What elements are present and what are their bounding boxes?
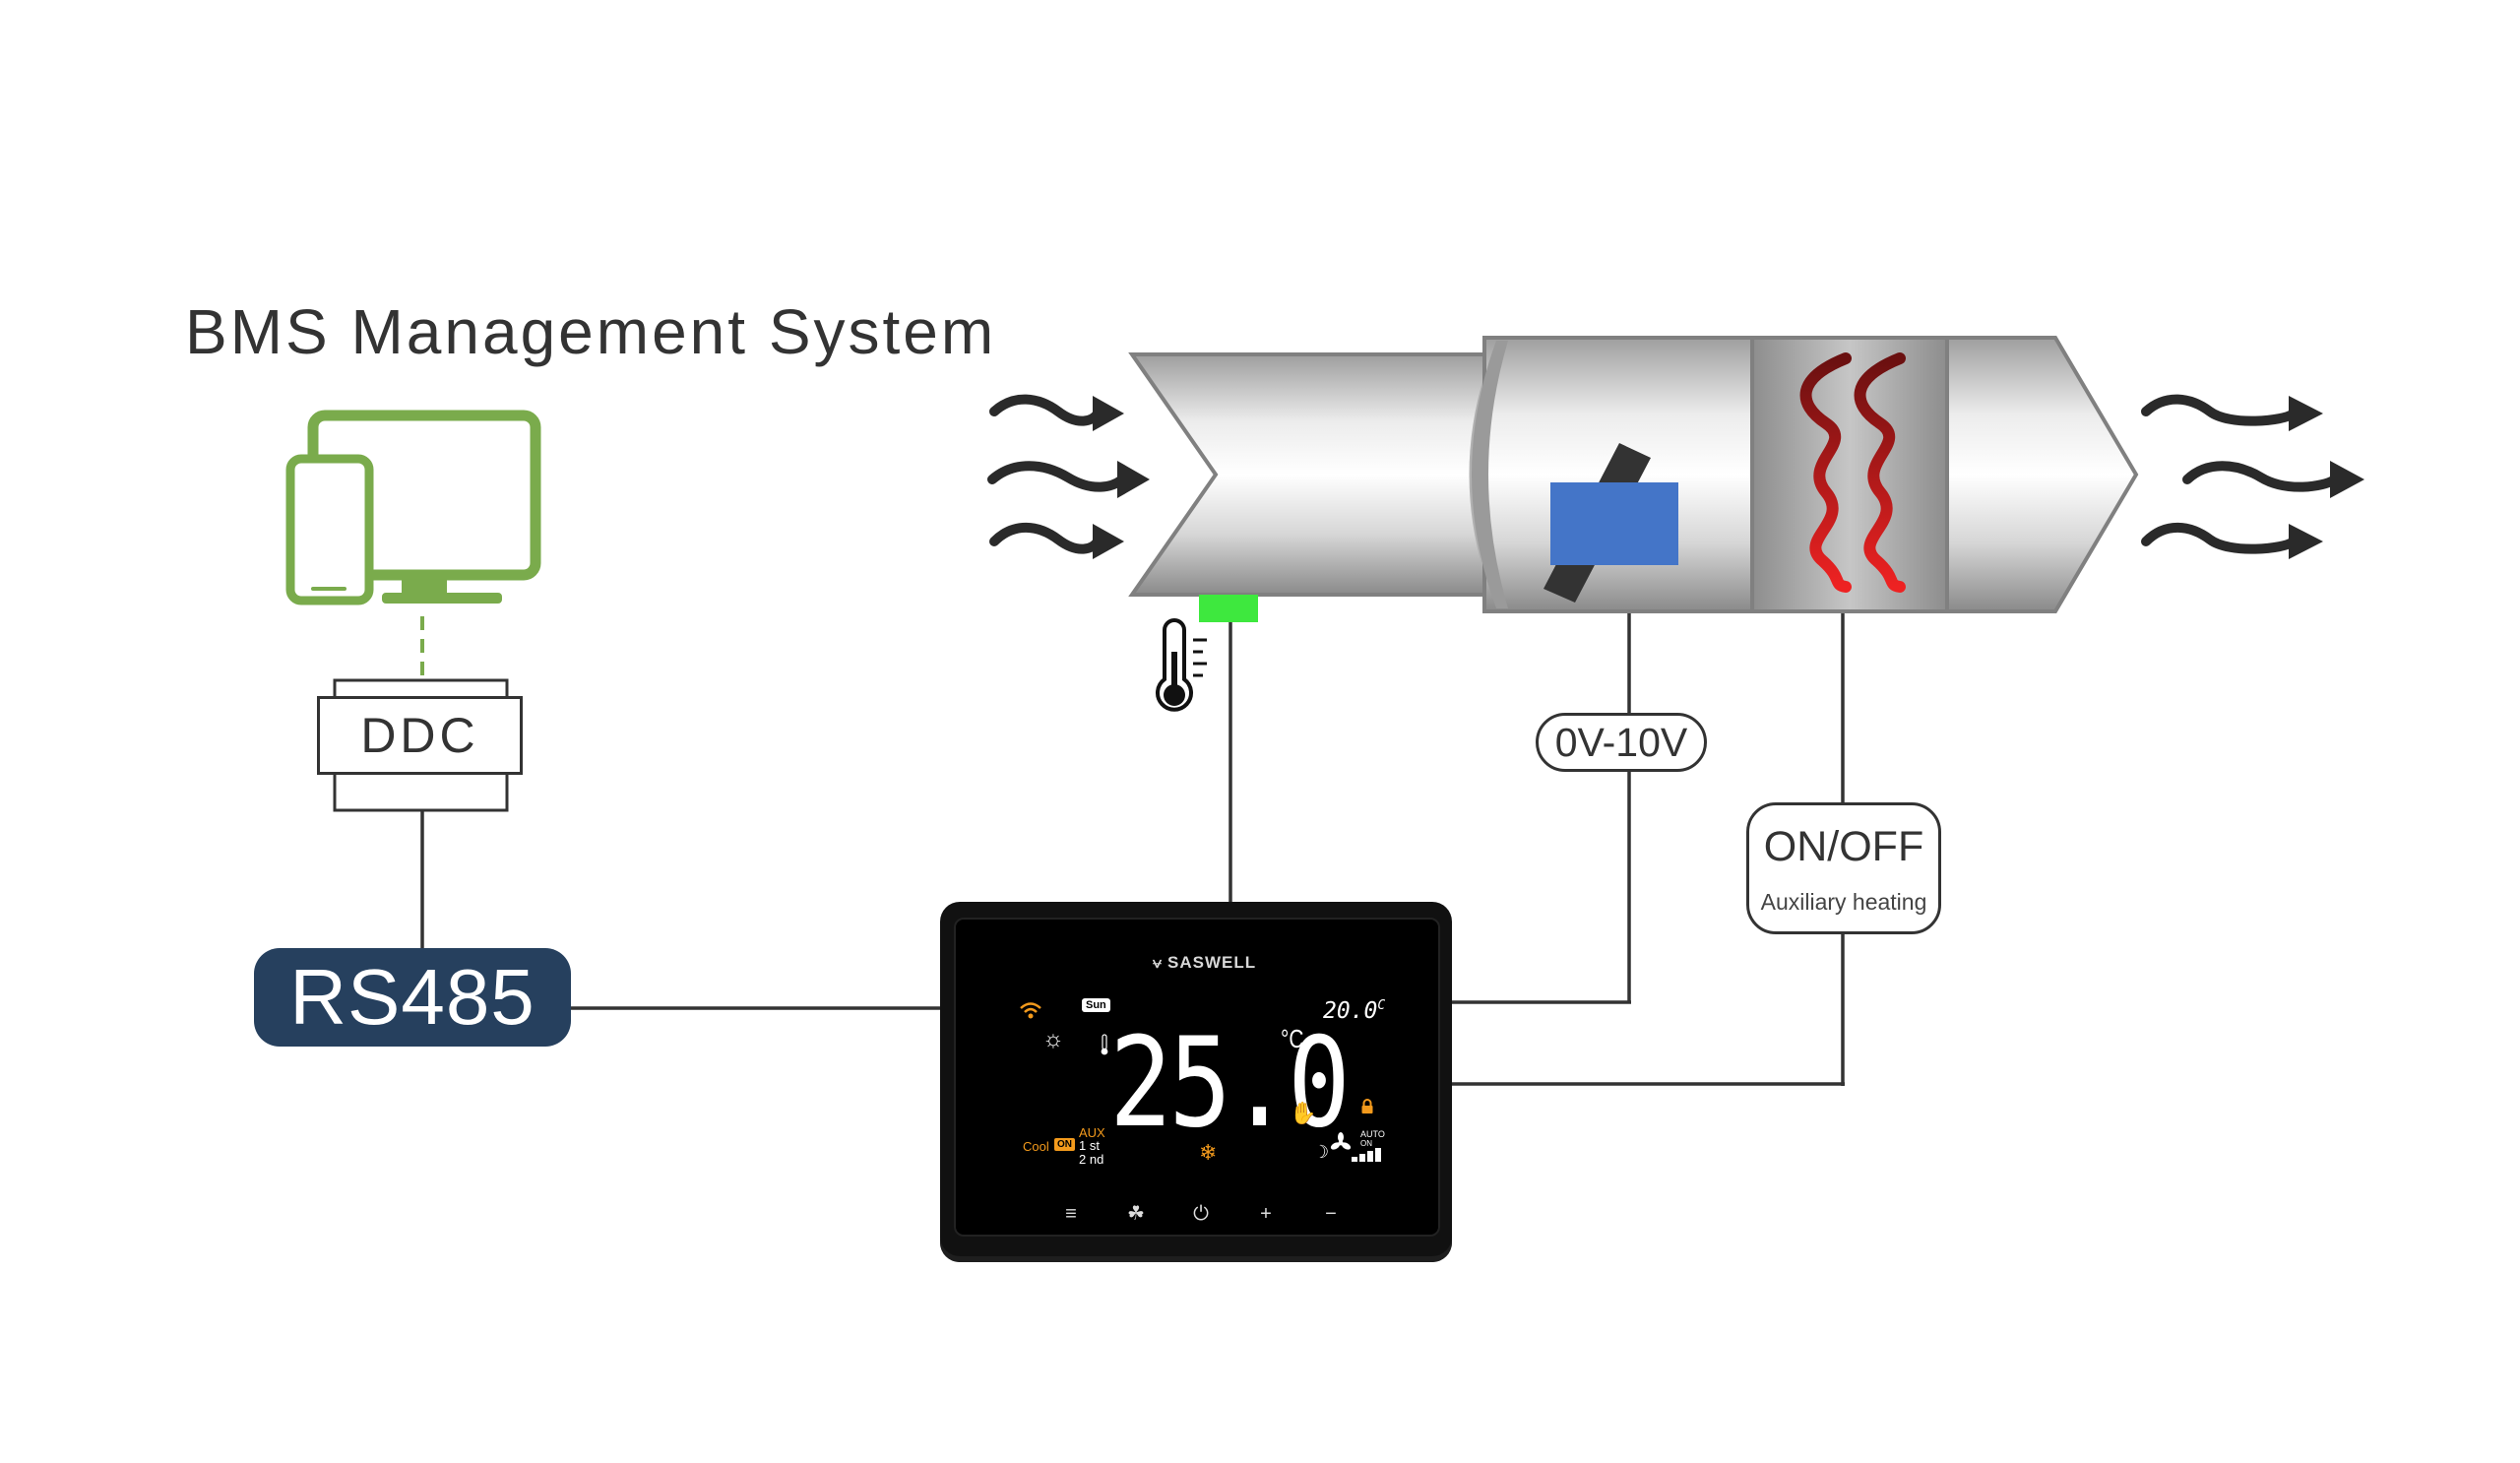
- brand-label: SASWELL: [1167, 953, 1257, 972]
- duct-heater-section: [1750, 336, 1949, 613]
- rs485-label: RS485: [289, 953, 536, 1041]
- airflow-in-arrowheads: [1093, 396, 1150, 559]
- stage2-label: 2 nd: [1079, 1152, 1104, 1167]
- analog-signal-pill: 0V-10V: [1536, 713, 1707, 772]
- air-duct: [1128, 336, 2139, 613]
- thermostat-device: ⩝SASWELL Sun 20.0C ☼ 25.0 °C ✋ AUX Cool: [940, 902, 1452, 1262]
- minus-button[interactable]: −: [1325, 1203, 1337, 1225]
- room-thermometer-icon: [1101, 1034, 1108, 1055]
- stage1-label: 1 st: [1079, 1138, 1100, 1153]
- plus-button[interactable]: +: [1260, 1203, 1272, 1225]
- wifi-icon: [1020, 1002, 1041, 1019]
- hand-icon: ✋: [1290, 1101, 1317, 1125]
- monitor-phone-icon: [285, 410, 541, 605]
- aux-label: AUX: [1079, 1125, 1105, 1140]
- airflow-arrow-icon: [2141, 394, 2299, 426]
- lock-icon: [1361, 1099, 1373, 1113]
- snowflake-icon: ❄: [1199, 1140, 1218, 1165]
- thermostat-screen: ⩝SASWELL Sun 20.0C ☼ 25.0 °C ✋ AUX Cool: [954, 918, 1440, 1237]
- fan-speed-icon: [1330, 1132, 1352, 1150]
- airflow-arrow-icon: [987, 461, 1127, 492]
- power-button[interactable]: ⏻: [1193, 1203, 1209, 1225]
- fan-auto-label: AUTO: [1360, 1129, 1385, 1139]
- setpoint-value: 20.0: [1323, 998, 1378, 1024]
- airflow-in-arrows: [987, 394, 1127, 554]
- airflow-arrow-icon: [2141, 522, 2299, 554]
- onoff-signal-box: ON/OFF Auxiliary heating: [1746, 802, 1941, 934]
- thermometer-icon: [1156, 618, 1207, 712]
- setpoint-display: 20.0C: [1323, 998, 1385, 1024]
- mode-label: Cool: [1023, 1139, 1049, 1154]
- rs485-badge: RS485: [254, 948, 571, 1047]
- setpoint-unit: C: [1377, 998, 1386, 1013]
- fan-on-label: ON: [1360, 1139, 1372, 1148]
- airflow-out-arrows: [2141, 394, 2340, 554]
- thermostat-brand: ⩝SASWELL: [1153, 953, 1256, 973]
- sun-icon: ☼: [1042, 1026, 1064, 1052]
- moon-icon: ☽: [1313, 1142, 1330, 1162]
- onoff-sublabel: Auxiliary heating: [1760, 889, 1927, 915]
- airflow-out-arrowheads: [2289, 396, 2364, 559]
- airflow-arrow-icon: [989, 394, 1102, 426]
- duct-outlet-section: [1945, 336, 2139, 613]
- bms-title: BMS Management System: [185, 296, 997, 367]
- fan-button[interactable]: ☘: [1127, 1203, 1145, 1225]
- onoff-label: ON/OFF: [1763, 823, 1924, 870]
- duct-sensor: [1199, 595, 1258, 622]
- airflow-arrow-icon: [989, 522, 1102, 554]
- duct-inlet-section: [1128, 352, 1498, 597]
- mode-on-badge: ON: [1054, 1138, 1075, 1151]
- temperature-unit: °C: [1281, 1024, 1304, 1053]
- airflow-arrow-icon: [2182, 461, 2340, 492]
- analog-signal-label: 0V-10V: [1554, 719, 1688, 765]
- day-badge: Sun: [1082, 998, 1110, 1012]
- damper-icon: [1544, 443, 1678, 603]
- ddc-box: DDC: [317, 696, 523, 775]
- ddc-label: DDC: [360, 708, 479, 763]
- room-temperature: 25.0: [1109, 1010, 1351, 1155]
- menu-button[interactable]: ≡: [1065, 1203, 1077, 1225]
- fan-speed-bars-icon: [1352, 1148, 1381, 1162]
- heating-coil-icon: [1799, 352, 1906, 593]
- brand-logo-icon: ⩝: [1153, 955, 1164, 972]
- duct-damper-rim: [1472, 341, 1508, 608]
